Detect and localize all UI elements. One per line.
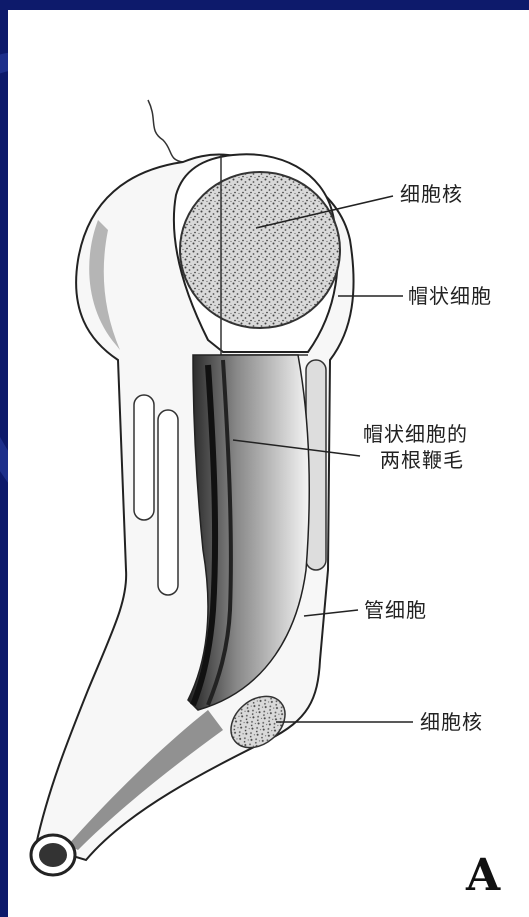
label-nucleus-top: 细胞核 (400, 182, 463, 206)
label-nucleus-bottom: 细胞核 (420, 710, 483, 734)
label-tube-cell: 管细胞 (364, 598, 427, 622)
label-flagella-line1: 帽状细胞的 (363, 422, 468, 446)
left-slot-upper (134, 395, 154, 520)
nucleus-top (180, 172, 340, 328)
label-flagella-line2: 两根鞭毛 (380, 448, 464, 472)
label-cap-cell: 帽状细胞 (408, 284, 492, 308)
panel-letter: A (466, 850, 500, 901)
figure-panel: 细胞核 帽状细胞 帽状细胞的 两根鞭毛 管细胞 细胞核 A (8, 10, 529, 917)
left-slot-lower (158, 410, 178, 595)
thread-line (148, 100, 183, 162)
